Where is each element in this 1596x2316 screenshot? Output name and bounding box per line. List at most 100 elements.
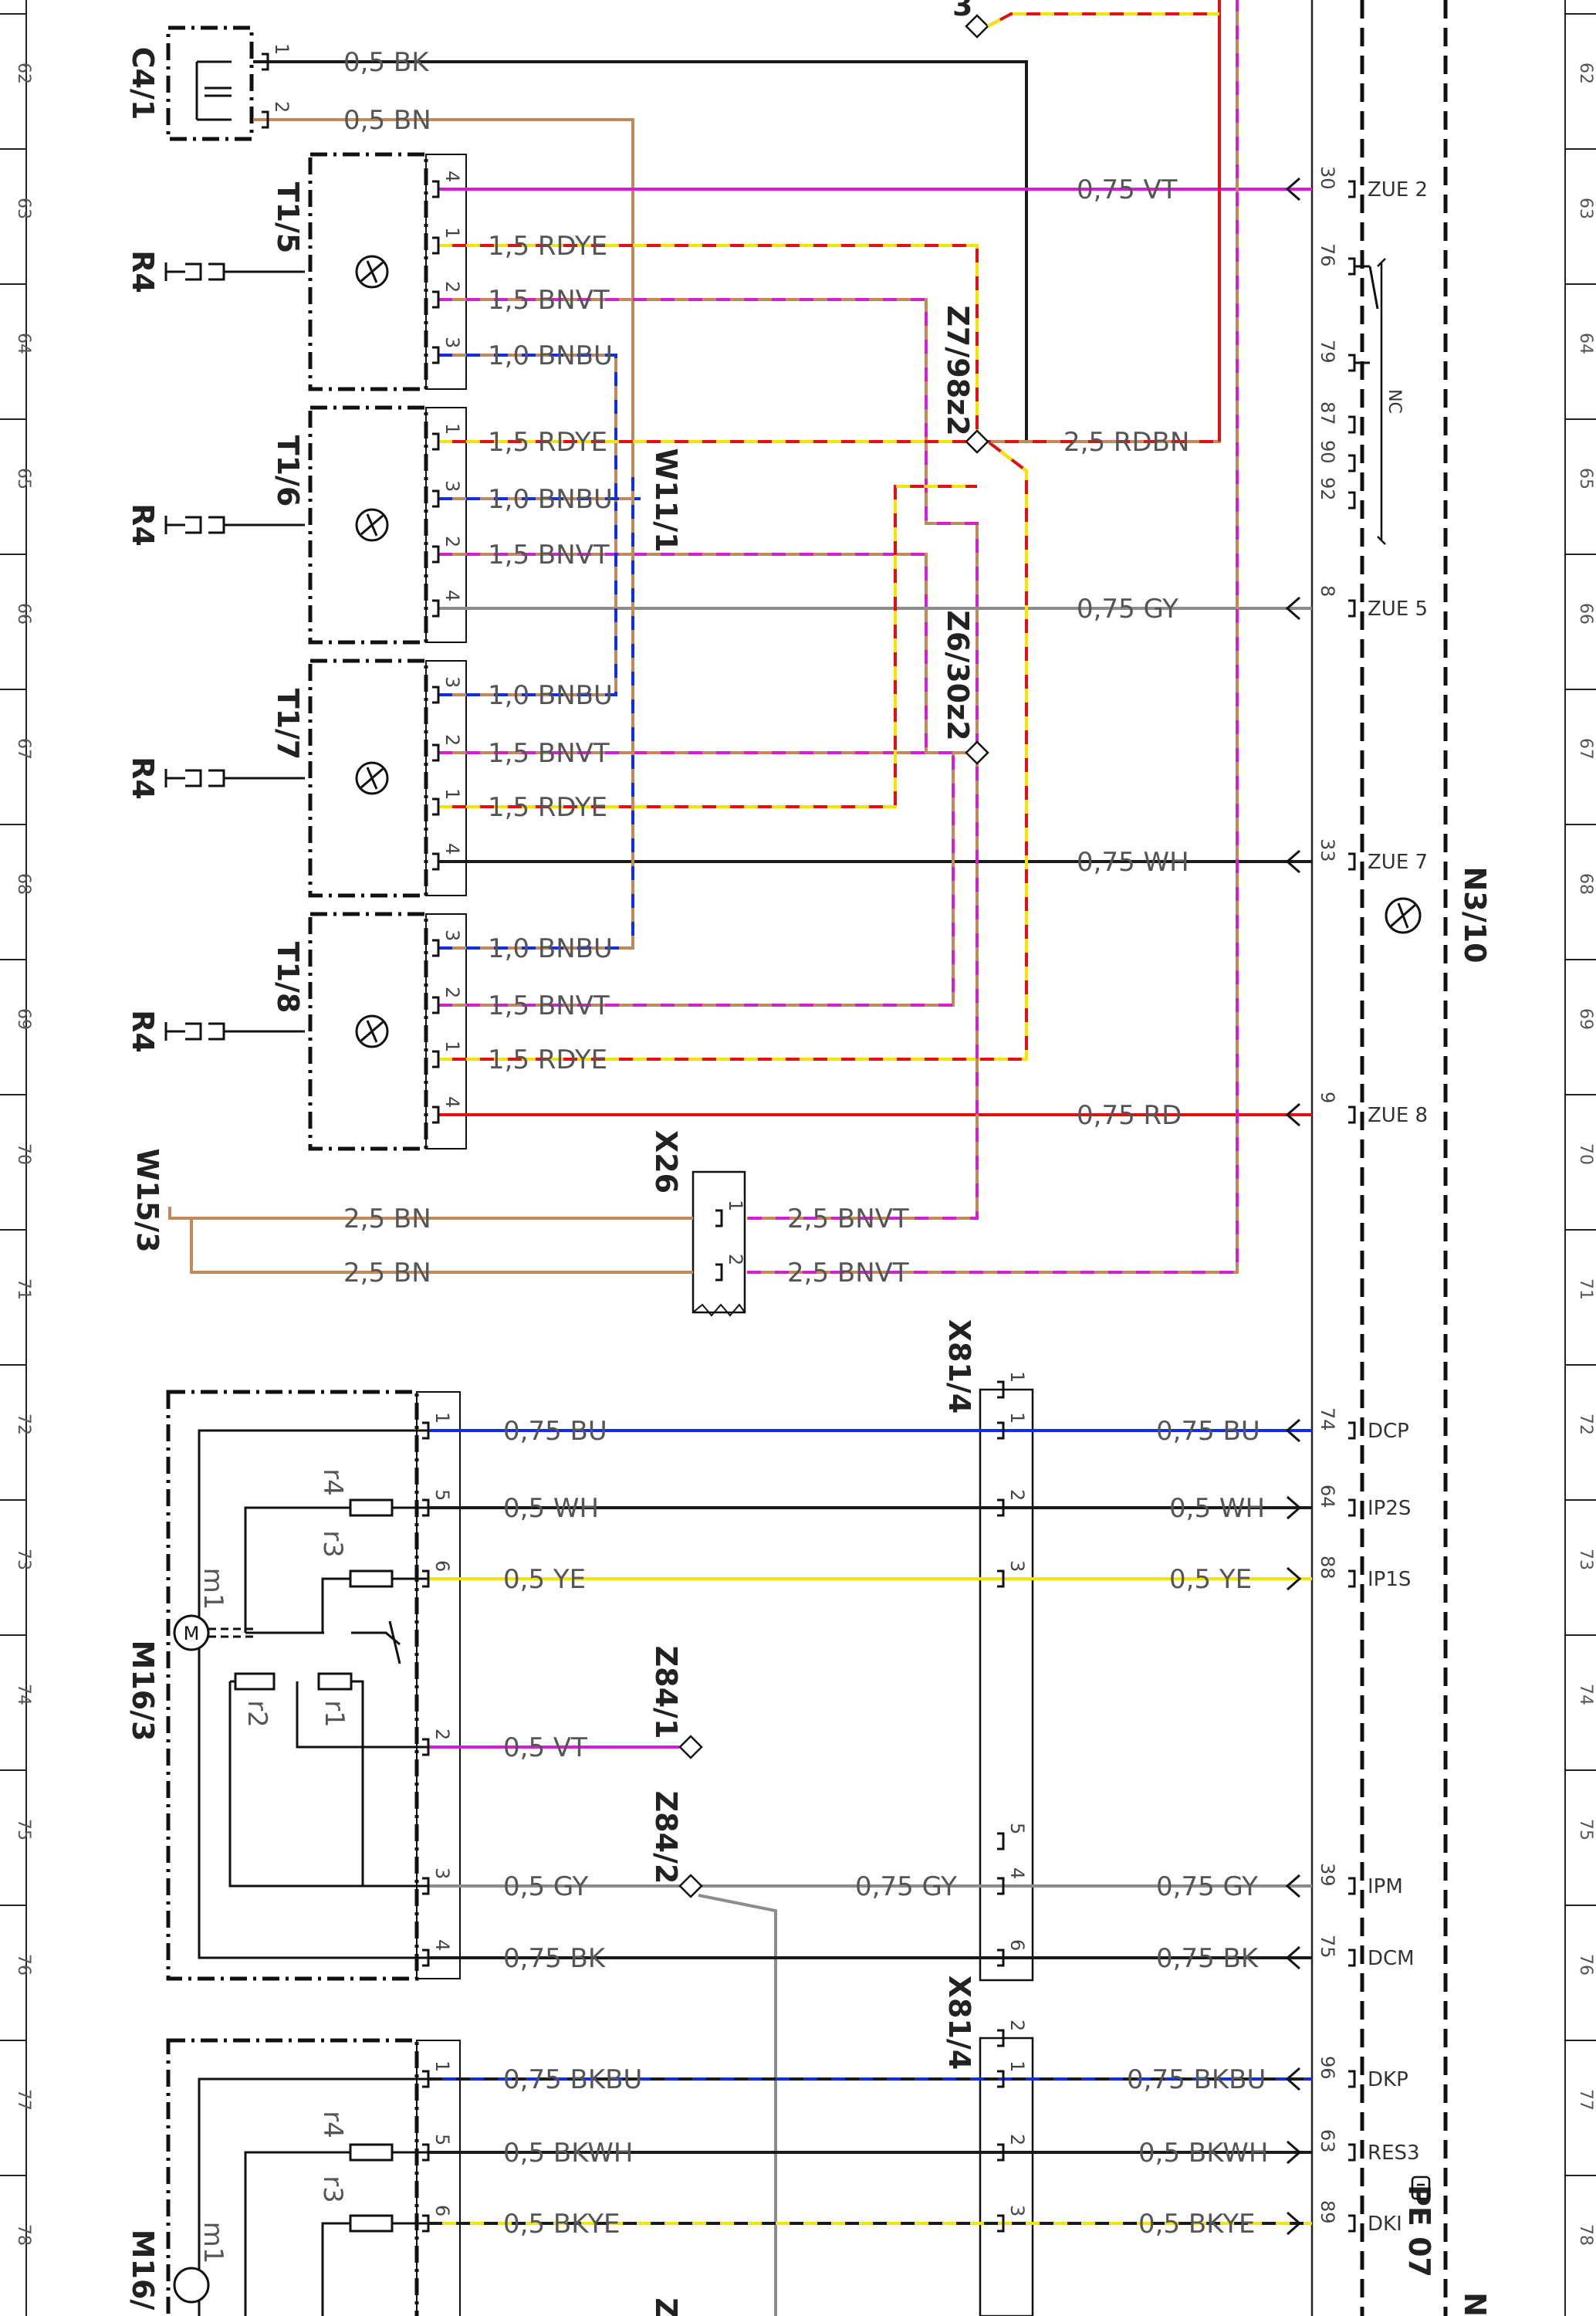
wire-label: 1,5 RDYE	[488, 427, 607, 458]
r1-resistor	[317, 1672, 353, 1691]
wire-label: 0,75 BU	[1156, 1416, 1260, 1447]
wire-label: 0,5 BK	[343, 47, 430, 78]
wire-top	[987, 12, 1219, 28]
pin-number: 75	[1317, 1935, 1338, 1959]
signal-label: IPM	[1368, 1875, 1403, 1898]
row-number: 74	[1576, 1684, 1595, 1705]
pin-terminal	[422, 1738, 430, 1756]
m16-pin-strip	[416, 2040, 461, 2316]
pin-number: 76	[1317, 243, 1338, 267]
pin-terminal	[432, 743, 440, 762]
splice-icon	[965, 429, 989, 454]
pin-terminal	[1348, 2070, 1356, 2088]
pin-terminal	[997, 1949, 1005, 1967]
wire-label: 2,5 BN	[343, 1204, 431, 1234]
t17-label: T1/7	[271, 689, 305, 760]
wire-label: 0,75 GY	[855, 1871, 957, 1902]
pin-number: 5	[431, 2134, 453, 2145]
row-number: 62	[1576, 63, 1595, 84]
pin-number: 1	[1006, 2060, 1028, 2072]
row-number: 64	[1576, 333, 1595, 354]
row-number: 68	[1576, 873, 1595, 895]
pin-number: 1	[441, 227, 463, 239]
pin-terminal	[997, 1877, 1005, 1895]
pin-terminal	[1348, 180, 1356, 198]
wire-z842-gy	[698, 1894, 777, 2316]
wires	[168, 0, 1312, 2316]
wire-label: 0,75 GY	[1077, 594, 1178, 625]
wire-label: 0,5 WH	[1169, 1493, 1265, 1524]
wire-label: 1,0 BNBU	[488, 484, 613, 515]
row-numbers: 62 63 64 65 66 67 68 69 70 71 72 73 74 7…	[14, 63, 1595, 2246]
pin-terminal	[422, 2070, 430, 2088]
row-number: 73	[1576, 1549, 1595, 1570]
wire-top	[987, 12, 1219, 28]
pin-number: 64	[1317, 1485, 1338, 1508]
row-number: 65	[1576, 468, 1595, 489]
pin-number: 63	[1317, 2129, 1338, 2153]
pin-terminal	[1348, 1106, 1356, 1124]
row-number: 74	[14, 1684, 33, 1705]
row-number: 78	[14, 2224, 33, 2246]
pin-number: 6	[431, 1560, 453, 1572]
pin-terminal	[1348, 852, 1356, 871]
wire-t17-bnbu	[438, 502, 617, 696]
wire-label: 0,5 BN	[343, 105, 431, 136]
wire-label: 0,75 BK	[1156, 1943, 1260, 1974]
wire-label: 0,75 WH	[1077, 847, 1189, 878]
nc-label: NC	[1385, 389, 1404, 414]
pin-number: 2	[441, 987, 463, 998]
wire-label: 0,75 VT	[1077, 174, 1178, 205]
pin-terminal	[1348, 1421, 1356, 1440]
signal-label: DKI	[1368, 2213, 1402, 2236]
pin-number: 3	[431, 1867, 453, 1879]
pe-reference: PE 07	[1402, 2185, 1436, 2277]
m1-motor-icon	[173, 2267, 210, 2304]
row-number: 75	[1576, 1819, 1595, 1840]
pin-terminal	[1348, 1949, 1356, 1967]
pin-terminal	[432, 686, 440, 704]
pin-number: 4	[1006, 1867, 1028, 1879]
pin-terminal	[432, 1106, 440, 1124]
t15-box	[308, 152, 428, 391]
pin-number: 1	[441, 1041, 463, 1052]
pin-number: 2	[1006, 2020, 1028, 2031]
pin-terminal	[432, 1050, 440, 1068]
m1-label: m1	[198, 1568, 228, 1610]
pin-terminal	[262, 52, 269, 71]
row-number: 71	[14, 1278, 33, 1300]
wire-z6-x26	[747, 753, 979, 1220]
x26-connector	[691, 1170, 746, 1314]
pin-number: 2	[441, 536, 463, 547]
wire-label: 1,5 RDYE	[488, 1045, 607, 1075]
r3-label: r3	[317, 1530, 348, 1558]
pin-terminal	[997, 2070, 1005, 2088]
row-number: 67	[1576, 738, 1595, 760]
pin-terminal	[432, 290, 440, 309]
r4-label: R4	[126, 757, 160, 800]
wire-t17-rdye	[438, 485, 977, 808]
pin-number: 1	[431, 2060, 453, 2072]
row-number: 63	[14, 198, 33, 219]
row-number: 78	[1576, 2224, 1595, 2246]
pin-terminal	[432, 180, 440, 198]
wire-label: 0,75 GY	[1156, 1871, 1258, 1902]
pin-number: 3	[441, 480, 463, 492]
row-number: 64	[14, 333, 33, 354]
arrow-icon	[1285, 177, 1300, 201]
r4-label: R4	[126, 1010, 160, 1053]
pin-terminal	[1348, 2214, 1356, 2233]
wire-t18-rdye	[438, 440, 1028, 1061]
relay-contact-icon	[1354, 265, 1379, 364]
pin-terminal	[1348, 1569, 1356, 1588]
row-number: 71	[1576, 1278, 1595, 1300]
wire-label: 2,5 BNVT	[787, 1204, 909, 1234]
pin-terminal	[1348, 1877, 1356, 1895]
pin-terminal	[432, 939, 440, 957]
m163-box	[166, 1390, 419, 1981]
r4-label: R4	[126, 250, 160, 293]
wire-label: 2,5 RDBN	[1063, 427, 1189, 458]
row-number: 63	[1576, 198, 1595, 219]
wire-t15-bnbu	[438, 354, 617, 502]
